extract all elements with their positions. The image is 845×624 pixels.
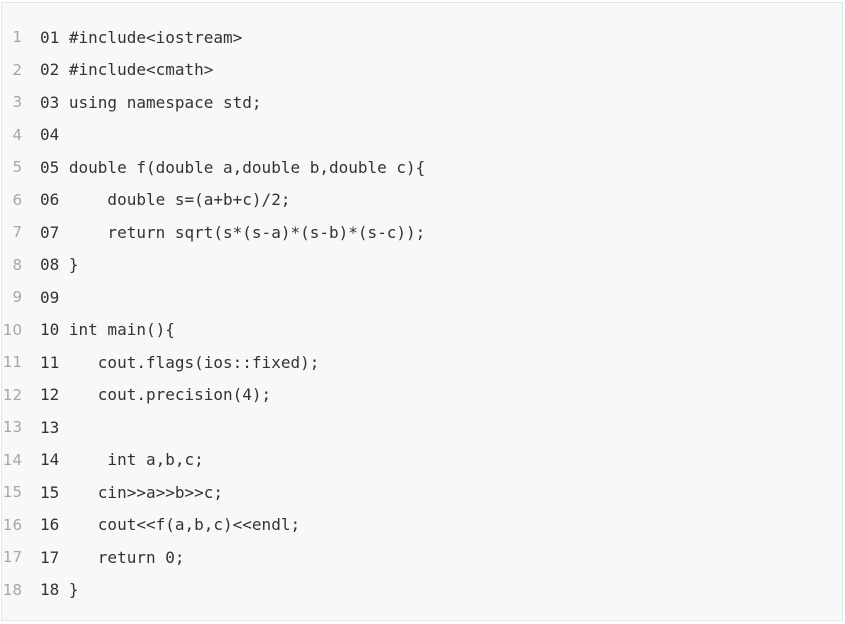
code-line: 7 07 return sqrt(s*(s-a)*(s-b)*(s-c)); bbox=[2, 216, 842, 249]
code-text: 17 return 0; bbox=[40, 547, 185, 567]
code-line: 14 14 int a,b,c; bbox=[2, 444, 842, 477]
code-text: 12 cout.precision(4); bbox=[40, 385, 272, 405]
line-number: 10 bbox=[2, 320, 22, 339]
code-text: 09 bbox=[40, 287, 60, 307]
line-number: 11 bbox=[2, 353, 22, 372]
code-text: 03 using namespace std; bbox=[40, 92, 262, 112]
code-line: 6 06 double s=(a+b+c)/2; bbox=[2, 184, 842, 217]
line-number: 14 bbox=[2, 450, 22, 469]
line-number: 5 bbox=[12, 158, 22, 177]
code-line: 17 17 return 0; bbox=[2, 541, 842, 574]
code-text: 16 cout<<f(a,b,c)<<endl; bbox=[40, 515, 301, 535]
code-line: 11 11 cout.flags(ios::fixed); bbox=[2, 346, 842, 379]
code-text: 10 int main(){ bbox=[40, 320, 175, 340]
code-line: 9 09 bbox=[2, 281, 842, 314]
code-line: 5 05 double f(double a,double b,double c… bbox=[2, 151, 842, 184]
code-line: 2 02 #include<cmath> bbox=[2, 54, 842, 87]
code-line: 1 01 #include<iostream> bbox=[2, 21, 842, 54]
code-line: 16 16 cout<<f(a,b,c)<<endl; bbox=[2, 509, 842, 542]
line-number: 15 bbox=[2, 483, 22, 502]
code-text: 02 #include<cmath> bbox=[40, 60, 214, 80]
line-number: 3 bbox=[12, 93, 22, 112]
code-text: 08 } bbox=[40, 255, 79, 275]
line-number: 9 bbox=[12, 288, 22, 307]
line-number: 13 bbox=[2, 418, 22, 437]
line-number: 6 bbox=[12, 190, 22, 209]
line-number: 17 bbox=[2, 548, 22, 567]
code-line: 10 10 int main(){ bbox=[2, 314, 842, 347]
line-number: 18 bbox=[2, 580, 22, 599]
line-number: 2 bbox=[12, 60, 22, 79]
code-text: 11 cout.flags(ios::fixed); bbox=[40, 352, 320, 372]
code-line: 18 18 } bbox=[2, 574, 842, 607]
code-line: 8 08 } bbox=[2, 249, 842, 282]
code-text: 14 int a,b,c; bbox=[40, 450, 204, 470]
code-text: 18 } bbox=[40, 580, 79, 600]
code-line: 13 13 bbox=[2, 411, 842, 444]
code-line: 12 12 cout.precision(4); bbox=[2, 379, 842, 412]
code-lines: 1 01 #include<iostream> 2 02 #include<cm… bbox=[2, 21, 842, 606]
code-text: 13 bbox=[40, 417, 60, 437]
code-text: 01 #include<iostream> bbox=[40, 27, 243, 47]
code-line: 4 04 bbox=[2, 119, 842, 152]
code-line: 15 15 cin>>a>>b>>c; bbox=[2, 476, 842, 509]
line-number: 1 bbox=[12, 28, 22, 47]
code-text: 06 double s=(a+b+c)/2; bbox=[40, 190, 291, 210]
code-text: 04 bbox=[40, 125, 60, 145]
code-text: 07 return sqrt(s*(s-a)*(s-b)*(s-c)); bbox=[40, 222, 426, 242]
line-number: 7 bbox=[12, 223, 22, 242]
code-text: 05 double f(double a,double b,double c){ bbox=[40, 157, 426, 177]
line-number: 16 bbox=[2, 515, 22, 534]
code-line: 3 03 using namespace std; bbox=[2, 86, 842, 119]
line-number: 8 bbox=[12, 255, 22, 274]
line-number: 4 bbox=[12, 125, 22, 144]
line-number: 12 bbox=[2, 385, 22, 404]
code-text: 15 cin>>a>>b>>c; bbox=[40, 482, 224, 502]
